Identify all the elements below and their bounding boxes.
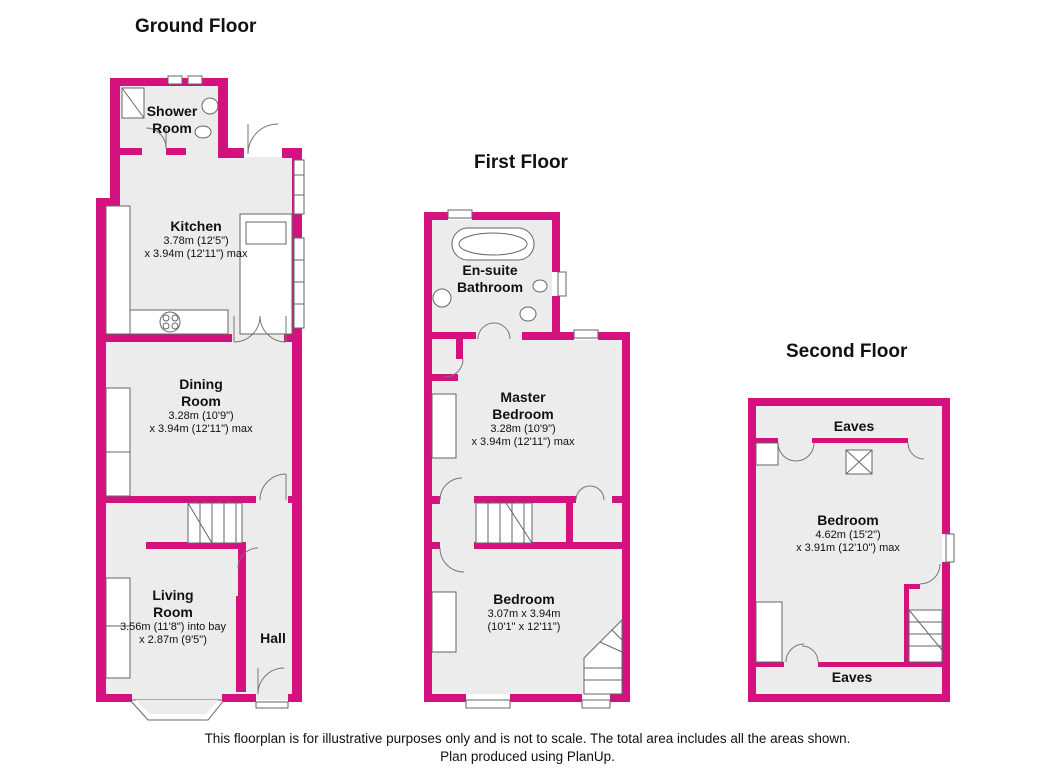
eaves-bottom-name: Eaves — [831, 669, 873, 685]
second-bedroom-label: Bedroom 4.62m (15'2") x 3.91m (12'10") m… — [796, 512, 900, 555]
living-room-label: Living Room 3.56m (11'8") into bay x 2.8… — [120, 587, 226, 647]
master-bedroom-dim-1: 3.28m (10'9") — [490, 423, 556, 435]
first-floor-title: First Floor — [474, 152, 568, 173]
ensuite-name-2: Bathroom — [456, 279, 524, 295]
second-bedroom-dim-1: 4.62m (15'2") — [815, 529, 881, 541]
kitchen-name: Kitchen — [170, 218, 222, 234]
living-room-dim-2: x 2.87m (9'5") — [139, 634, 207, 646]
first-bedroom-label: Bedroom 3.07m x 3.94m (10'1" x 12'11") — [488, 591, 561, 634]
shower-room-name-1: Shower — [146, 103, 198, 119]
ground-floor-title: Ground Floor — [135, 16, 257, 37]
dining-room-name-1: Dining — [179, 376, 223, 392]
ensuite-name-1: En-suite — [462, 262, 518, 278]
disclaimer-line-1: This floorplan is for illustrative purpo… — [204, 731, 851, 746]
shower-room-name-2: Room — [152, 120, 192, 136]
eaves-top-label: Eaves — [834, 418, 874, 435]
master-bedroom-name-1: Master — [500, 389, 546, 405]
eaves-top-name: Eaves — [833, 418, 875, 434]
hall-name: Hall — [260, 630, 286, 646]
master-bedroom-dim-2: x 3.94m (12'11") max — [471, 436, 575, 448]
first-bedroom-dim-1: 3.07m x 3.94m — [487, 608, 561, 620]
second-floor-title: Second Floor — [786, 341, 908, 362]
kitchen-counter — [105, 205, 131, 335]
ensuite-label: En-suite Bathroom — [457, 262, 523, 296]
dining-room-name-2: Room — [181, 393, 221, 409]
kitchen-dim-2: x 3.94m (12'11") max — [144, 248, 248, 260]
ensuite-toilet-1 — [532, 279, 548, 293]
ground-stairs — [187, 502, 243, 544]
living-room-dim-1: 3.56m (11'8") into bay — [119, 621, 227, 633]
basin — [201, 97, 219, 115]
master-bedroom-label: Master Bedroom 3.28m (10'9") x 3.94m (12… — [471, 389, 574, 449]
first-stairs — [475, 502, 533, 544]
second-bedroom-name: Bedroom — [817, 512, 879, 528]
living-room-name-2: Room — [153, 604, 193, 620]
second-stairs — [908, 609, 943, 663]
hall-label: Hall — [260, 630, 286, 647]
kitchen-dim-1: 3.78m (12'5") — [163, 235, 229, 247]
dining-room-label: Dining Room 3.28m (10'9") x 3.94m (12'11… — [149, 376, 252, 436]
second-floor-plan — [748, 398, 955, 702]
ensuite-toilet-2 — [519, 306, 537, 322]
ground-floor-plan — [96, 75, 305, 721]
bath — [451, 227, 535, 261]
eaves-bottom-label: Eaves — [832, 669, 872, 686]
living-room-name-1: Living — [152, 587, 194, 603]
dining-room-dim-2: x 3.94m (12'11") max — [149, 423, 253, 435]
hob — [159, 311, 181, 333]
disclaimer-line-2: Plan produced using PlanUp. — [440, 749, 615, 764]
shower-room-label: Shower Room — [147, 103, 198, 137]
first-bedroom-stairs — [583, 618, 623, 695]
first-bedroom-dim-2: (10'1" x 12'11") — [487, 621, 561, 633]
kitchen-label: Kitchen 3.78m (12'5") x 3.94m (12'11") m… — [144, 218, 247, 261]
sink — [245, 221, 287, 245]
dining-room-dim-1: 3.28m (10'9") — [168, 410, 234, 422]
first-floor-plan — [424, 209, 630, 709]
second-bedroom-dim-2: x 3.91m (12'10") max — [796, 542, 900, 554]
first-bedroom-name: Bedroom — [493, 591, 555, 607]
ensuite-basin — [432, 288, 452, 308]
toilet — [194, 125, 212, 139]
master-bedroom-name-2: Bedroom — [492, 406, 554, 422]
